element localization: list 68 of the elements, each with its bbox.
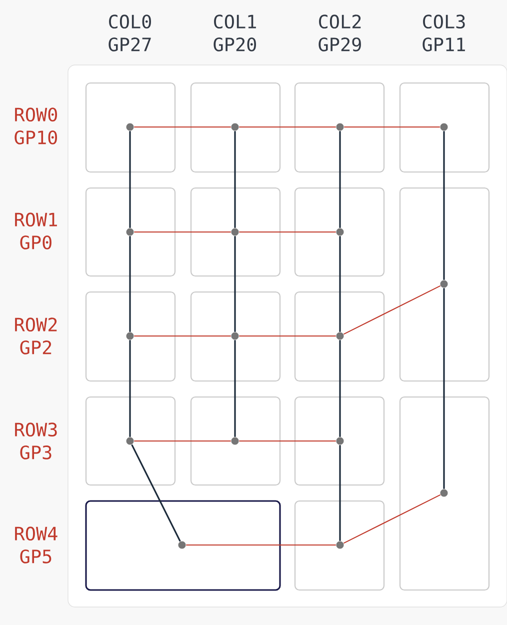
pin-label: ROW4 GP5 <box>15 526 58 564</box>
column-wire <box>234 340 236 437</box>
row-wire <box>239 231 336 233</box>
junction-dot <box>336 541 344 549</box>
junction-dot <box>231 332 239 340</box>
junction-dot <box>440 123 448 131</box>
pin-label: COL2 GP29 <box>318 14 361 52</box>
column-wire <box>443 131 445 280</box>
row-wire <box>134 126 231 128</box>
column-wire <box>129 340 131 437</box>
pin-label: ROW3 GP3 <box>15 422 57 460</box>
column-wire <box>339 131 341 228</box>
junction-dot <box>126 437 134 445</box>
row-wire <box>134 440 231 442</box>
junction-dot <box>336 437 344 445</box>
key-box <box>85 82 176 173</box>
junction-dot <box>126 228 134 236</box>
column-wire <box>339 340 341 437</box>
key-box <box>190 396 281 486</box>
row-wire <box>344 126 440 128</box>
row-wire <box>239 335 336 337</box>
column-wire <box>443 288 445 489</box>
column-wire <box>339 236 341 332</box>
junction-dot <box>231 437 239 445</box>
column-wire <box>234 236 236 332</box>
junction-dot <box>231 123 239 131</box>
junction-dot <box>440 489 448 497</box>
column-wire <box>129 236 131 332</box>
key-box <box>294 291 385 382</box>
junction-dot <box>231 228 239 236</box>
key-box <box>85 187 176 277</box>
junction-dot <box>126 332 134 340</box>
key-box <box>294 82 385 173</box>
key-box <box>399 187 490 382</box>
key-box <box>190 82 281 173</box>
key-box <box>190 187 281 277</box>
pin-label: ROW1 GP0 <box>15 212 57 250</box>
pin-label: COL3 GP11 <box>422 14 465 52</box>
key-box <box>85 500 281 591</box>
column-wire <box>131 444 181 542</box>
key-box <box>399 82 490 173</box>
junction-dot <box>440 280 448 288</box>
junction-dot <box>336 332 344 340</box>
key-box <box>85 396 176 486</box>
pin-label: COL0 GP27 <box>108 14 151 52</box>
junction-dot <box>336 228 344 236</box>
key-box <box>190 291 281 382</box>
key-box <box>294 187 385 277</box>
column-wire <box>339 445 341 541</box>
key-box <box>399 396 490 591</box>
key-box <box>294 396 385 486</box>
row-wire <box>134 231 231 233</box>
column-wire <box>129 131 131 228</box>
key-box <box>294 500 385 591</box>
pin-label: COL1 GP20 <box>214 14 256 52</box>
key-box <box>85 291 176 382</box>
junction-dot <box>126 123 134 131</box>
row-wire <box>186 544 336 546</box>
column-wire <box>234 131 236 228</box>
junction-dot <box>336 123 344 131</box>
row-wire <box>343 494 441 544</box>
row-wire <box>134 335 231 337</box>
row-wire <box>343 285 441 335</box>
row-wire <box>239 440 336 442</box>
pin-label: ROW0 GP10 <box>14 108 57 144</box>
row-wire <box>239 126 336 128</box>
pin-label: ROW2 GP2 <box>15 318 57 354</box>
junction-dot <box>178 541 186 549</box>
